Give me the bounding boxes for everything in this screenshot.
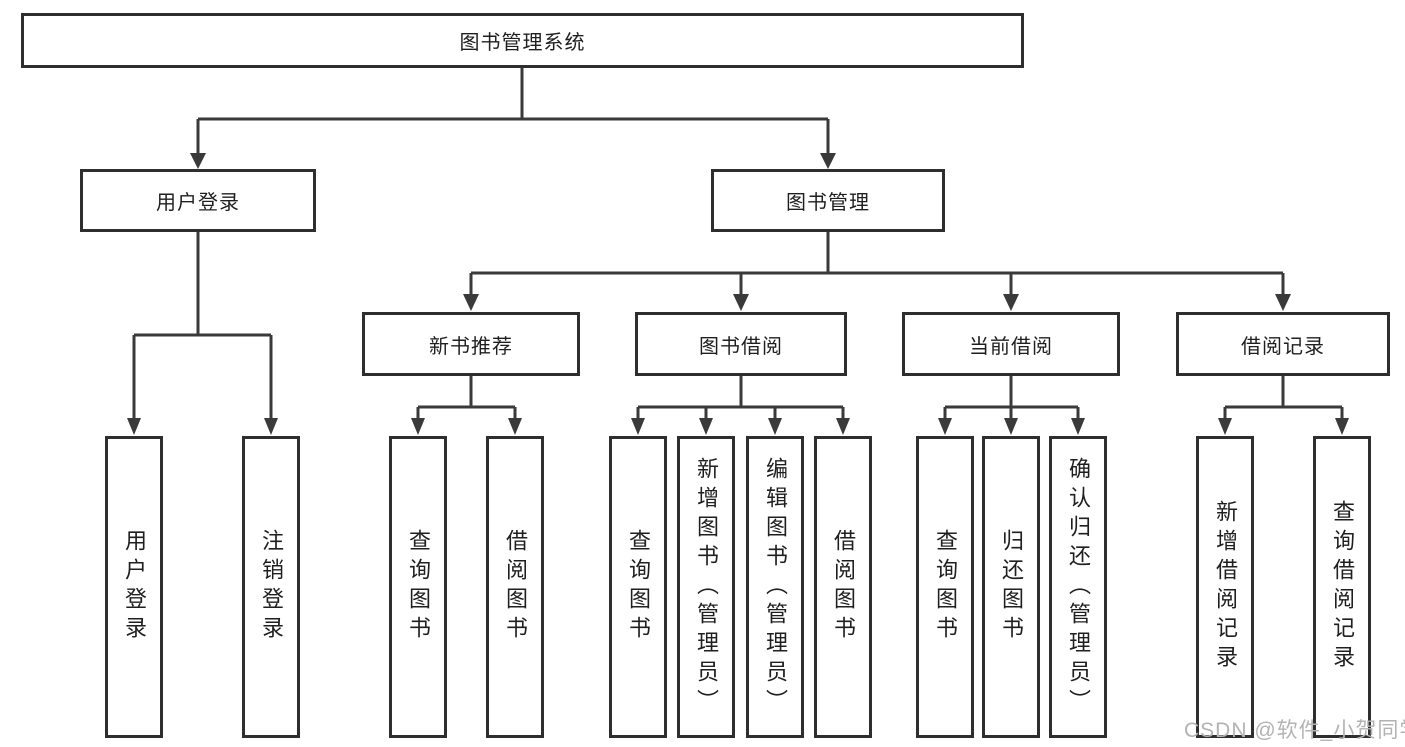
node-borrowing-records: 借阅记录 — [1176, 312, 1390, 376]
leaf-query-borrow-record: 查询借阅记录 — [1313, 436, 1371, 738]
leaf-logout: 注销登录 — [242, 436, 300, 738]
node-user-login: 用户登录 — [80, 169, 316, 232]
node-book-management: 图书管理 — [711, 169, 945, 232]
leaf-query-books-borrowing: 查询图书 — [609, 436, 667, 738]
leaf-add-borrow-record: 新增借阅记录 — [1196, 436, 1254, 738]
leaf-query-books-recommend: 查询图书 — [389, 436, 447, 738]
node-new-book-recommendation: 新书推荐 — [362, 312, 580, 376]
node-current-borrowing: 当前借阅 — [902, 312, 1120, 376]
leaf-user-login: 用户登录 — [105, 436, 163, 738]
leaf-add-book-admin: 新增图书（管理员） — [677, 436, 735, 738]
leaf-return-book: 归还图书 — [982, 436, 1040, 738]
watermark-text: CSDN @软件_小贺同学 — [1184, 719, 1405, 742]
leaf-confirm-return-admin: 确认归还（管理员） — [1049, 436, 1107, 738]
leaf-borrow-books-borrowing: 借阅图书 — [814, 436, 872, 738]
leaf-borrow-books-recommend: 借阅图书 — [486, 436, 544, 738]
leaf-edit-book-admin: 编辑图书（管理员） — [746, 436, 804, 738]
node-book-borrowing: 图书借阅 — [635, 312, 847, 376]
leaf-query-books-current: 查询图书 — [916, 436, 974, 738]
node-library-management-system: 图书管理系统 — [21, 13, 1024, 68]
